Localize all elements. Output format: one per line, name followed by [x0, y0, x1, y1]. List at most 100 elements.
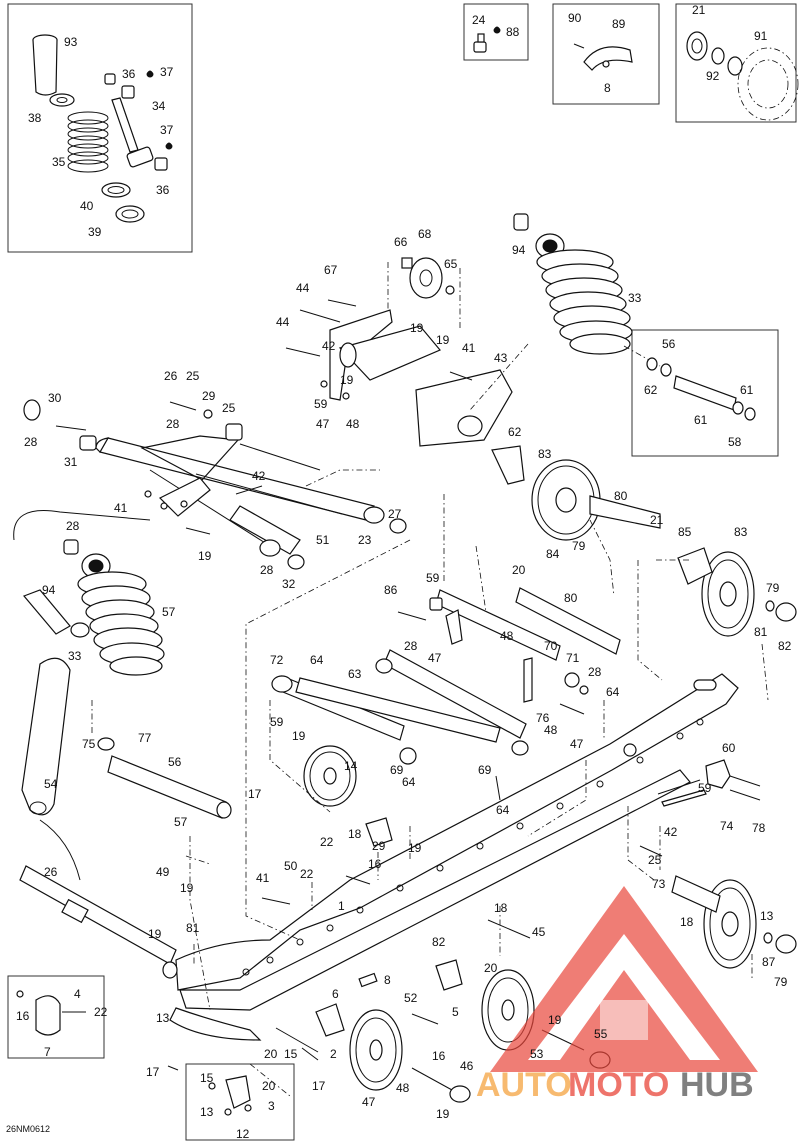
callout-label: 37 — [160, 65, 174, 79]
callout-label: 57 — [162, 605, 176, 619]
bracket-detail-parts — [573, 43, 633, 71]
callout-label: 21 — [692, 3, 706, 17]
callout-label: 76 — [536, 711, 550, 725]
callout-label: 28 — [24, 435, 38, 449]
callout-label: 28 — [66, 519, 80, 533]
callout-label: 41 — [462, 341, 476, 355]
callout-label: 77 — [138, 731, 152, 745]
watermark-text-hub: HUB — [680, 1066, 754, 1104]
callout-label: 64 — [402, 775, 416, 789]
callout-label: 52 — [404, 991, 418, 1005]
callout-label: 5 — [452, 1005, 459, 1019]
callout-label: 8 — [604, 81, 611, 95]
callout-label: 12 — [236, 1127, 250, 1141]
callout-label: 83 — [538, 447, 552, 461]
callout-label: 58 — [728, 435, 742, 449]
callout-label: 41 — [256, 871, 270, 885]
callout-label: 70 — [544, 639, 558, 653]
callout-label: 26 — [44, 865, 58, 879]
callout-label: 22 — [300, 867, 314, 881]
callout-label: 25 — [222, 401, 236, 415]
callout-label: 43 — [494, 351, 508, 365]
callout-label: 92 — [706, 69, 720, 83]
callout-label: 34 — [152, 99, 166, 113]
callout-label: 21 — [650, 513, 664, 527]
callout-label: 73 — [652, 877, 666, 891]
callout-label: 29 — [202, 389, 216, 403]
slider-detail-parts — [208, 1075, 252, 1116]
callout-label: 81 — [754, 625, 768, 639]
callout-label: 16 — [432, 1049, 446, 1063]
callout-label: 20 — [484, 961, 498, 975]
idler-wheel-lower-left — [349, 1009, 471, 1103]
centerlines — [91, 343, 769, 1097]
callout-label: 19 — [292, 729, 306, 743]
callout-label: 68 — [418, 227, 432, 241]
wheels — [303, 445, 797, 1103]
callout-label: 90 — [568, 11, 582, 25]
callout-label: 4 — [74, 987, 81, 1001]
callout-label: 41 — [114, 501, 128, 515]
mount-plate-assembly — [285, 257, 513, 447]
idler-wheel-upper — [491, 445, 661, 541]
callout-label: 14 — [344, 759, 358, 773]
callout-label: 80 — [614, 489, 628, 503]
callout-label: 49 — [156, 865, 170, 879]
callout-label: 48 — [346, 417, 360, 431]
callout-label: 67 — [324, 263, 338, 277]
callout-label: 25 — [648, 853, 662, 867]
callout-label: 94 — [512, 243, 526, 257]
callout-label: 48 — [544, 723, 558, 737]
callout-label: 18 — [680, 915, 694, 929]
callout-label: 80 — [564, 591, 578, 605]
callout-label: 44 — [296, 281, 310, 295]
callout-label: 36 — [122, 67, 136, 81]
callout-label: 59 — [270, 715, 284, 729]
callout-label: 83 — [734, 525, 748, 539]
callout-label: 2 — [330, 1047, 337, 1061]
idler-wheel-mid — [303, 745, 357, 807]
callout-label: 89 — [612, 17, 626, 31]
callout-label: 18 — [348, 827, 362, 841]
shaft-detail-parts — [646, 357, 756, 421]
callout-label: 93 — [64, 35, 78, 49]
wheel-detail-parts — [686, 31, 799, 121]
callout-label: 17 — [248, 787, 262, 801]
rear-shock-spring — [513, 213, 661, 367]
callout-label: 24 — [472, 13, 486, 27]
callout-label: 18 — [494, 901, 508, 915]
callout-label: 47 — [428, 651, 442, 665]
callout-label: 62 — [508, 425, 522, 439]
drawing-code: 26NM0612 — [6, 1124, 50, 1134]
lower-shaft — [97, 737, 232, 819]
callout-label: 20 — [262, 1079, 276, 1093]
callout-label: 56 — [662, 337, 676, 351]
callout-label: 47 — [570, 737, 584, 751]
callout-label: 13 — [200, 1105, 214, 1119]
callout-label: 51 — [316, 533, 330, 547]
inset-bracket-detail — [552, 3, 660, 105]
callout-label: 66 — [394, 235, 408, 249]
callout-label: 33 — [628, 291, 642, 305]
upper-arm-assembly — [23, 399, 407, 570]
callout-label: 42 — [664, 825, 678, 839]
callout-label: 59 — [314, 397, 328, 411]
callout-label: 61 — [740, 383, 754, 397]
callout-label: 61 — [694, 413, 708, 427]
callout-label: 37 — [160, 123, 174, 137]
callout-label: 1 — [338, 899, 345, 913]
inset-block-detail — [7, 975, 105, 1059]
callout-label: 94 — [42, 583, 56, 597]
fitting-detail-parts — [473, 26, 501, 53]
callout-label: 16 — [368, 857, 382, 871]
callout-label: 15 — [200, 1071, 214, 1085]
callout-label: 57 — [174, 815, 188, 829]
callout-label: 40 — [80, 199, 94, 213]
wheel-brackets — [315, 817, 463, 1037]
callout-label: 38 — [28, 111, 42, 125]
callout-label: 48 — [500, 629, 514, 643]
callout-label: 82 — [778, 639, 792, 653]
watermark-triangle — [490, 886, 758, 1072]
callout-label: 91 — [754, 29, 768, 43]
bolts — [167, 611, 701, 1091]
